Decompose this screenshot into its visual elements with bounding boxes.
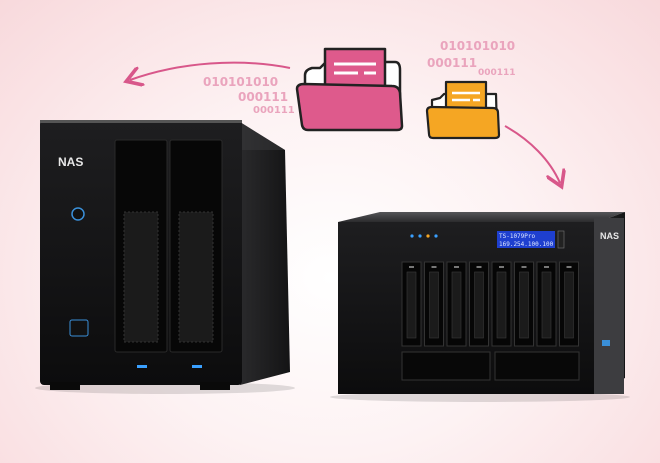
- svg-text:000111: 000111: [253, 105, 295, 116]
- usb-port: [602, 340, 610, 346]
- nas-label: NAS: [58, 155, 83, 169]
- drive-bay[interactable]: [491, 261, 512, 347]
- status-led: [137, 365, 147, 368]
- drive-bay[interactable]: [401, 261, 422, 347]
- drive-bay[interactable]: [424, 261, 444, 347]
- svg-text:010101010: 010101010: [440, 39, 515, 53]
- nas-label: NAS: [600, 231, 619, 241]
- usb-port: [69, 319, 89, 337]
- orange-folder-icon: [425, 80, 501, 140]
- drive-bay[interactable]: [401, 351, 491, 381]
- svg-text:TS-1079Pro: TS-1079Pro: [499, 233, 536, 240]
- arrow-to-left-nas: [130, 61, 291, 80]
- drive-bay[interactable]: [114, 139, 168, 353]
- pink-folder-icon: [295, 47, 404, 132]
- drive-bay[interactable]: [536, 261, 557, 347]
- lcd-display: TS-1079Pro 169.254.100.100: [497, 231, 555, 248]
- svg-text:169.254.100.100: 169.254.100.100: [499, 241, 554, 248]
- binary-right: 010101010 000111 000111: [427, 39, 516, 78]
- drive-bay[interactable]: [559, 261, 579, 347]
- arrow-to-right-nas: [504, 125, 560, 183]
- nas-10bay-device: NAS TS-1079Pro 169.254.100.100: [330, 212, 630, 402]
- binary-left: 010101010 000111 000111: [203, 75, 295, 116]
- status-led: [192, 365, 202, 368]
- drive-bay[interactable]: [446, 261, 467, 347]
- drive-bay[interactable]: [494, 351, 580, 381]
- nas-2bay-device: NAS: [35, 120, 295, 394]
- svg-text:000111: 000111: [478, 68, 516, 78]
- status-led-row: [410, 234, 438, 238]
- lcd-buttons[interactable]: [557, 230, 565, 249]
- power-button-icon[interactable]: [71, 207, 85, 221]
- svg-text:010101010: 010101010: [203, 75, 278, 89]
- drive-bay[interactable]: [169, 139, 223, 353]
- drive-bay[interactable]: [514, 261, 534, 347]
- drive-bay[interactable]: [469, 261, 489, 347]
- svg-text:000111: 000111: [427, 56, 477, 70]
- svg-text:000111: 000111: [238, 90, 288, 104]
